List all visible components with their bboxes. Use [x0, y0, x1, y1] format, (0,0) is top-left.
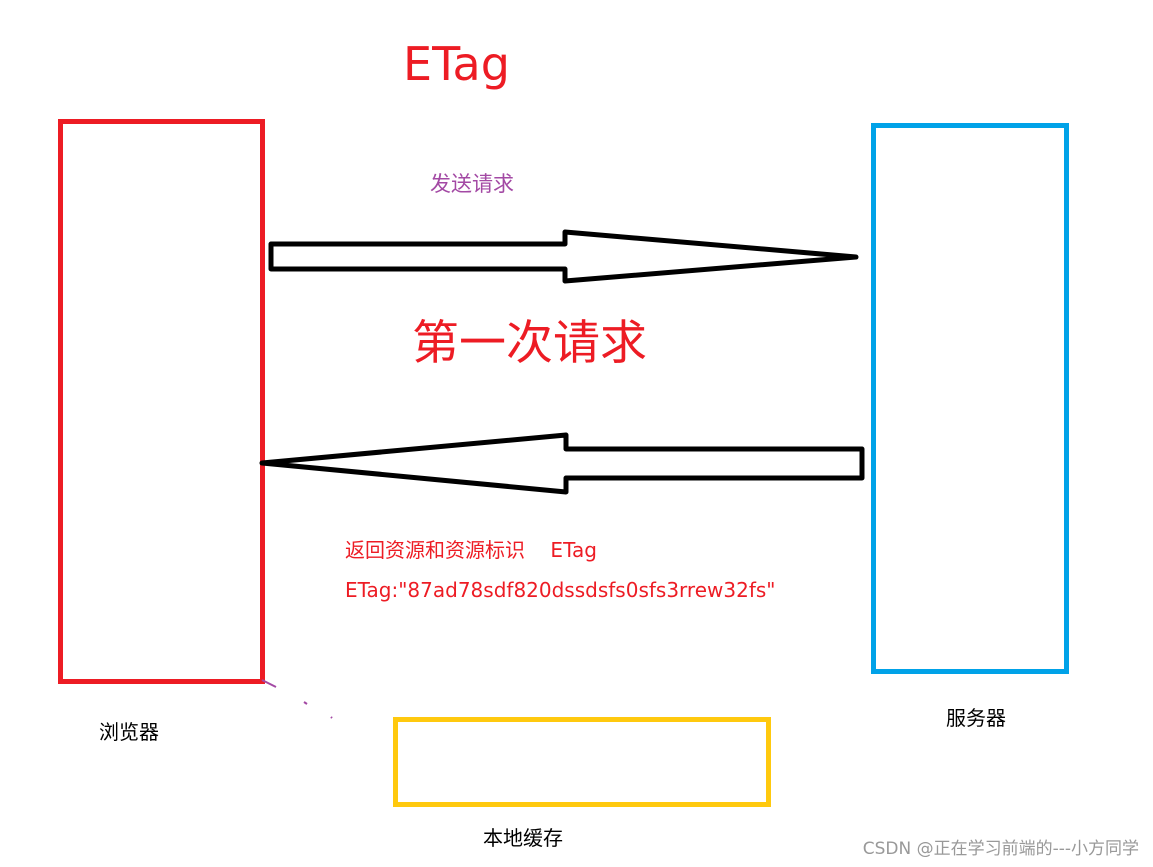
local-cache-node-box [393, 717, 771, 807]
server-label: 服务器 [946, 706, 1006, 730]
response-arrow-icon [259, 432, 865, 495]
diagram-title: ETag [403, 37, 510, 91]
etag-header-value: ETag:"87ad78sdf820dssdsfs0sfs3rrew32fs" [345, 578, 776, 602]
local-cache-label: 本地缓存 [483, 826, 563, 850]
browser-label: 浏览器 [99, 720, 159, 744]
request-arrow-icon [268, 229, 859, 284]
server-node-box [871, 123, 1069, 674]
browser-node-box [58, 119, 265, 684]
first-request-label: 第一次请求 [412, 316, 647, 371]
return-resource-label: 返回资源和资源标识 ETag [345, 538, 597, 562]
stray-stroke-marks [261, 679, 333, 719]
send-request-label: 发送请求 [430, 172, 514, 196]
csdn-watermark: CSDN @正在学习前端的---小方同学 [862, 839, 1139, 859]
